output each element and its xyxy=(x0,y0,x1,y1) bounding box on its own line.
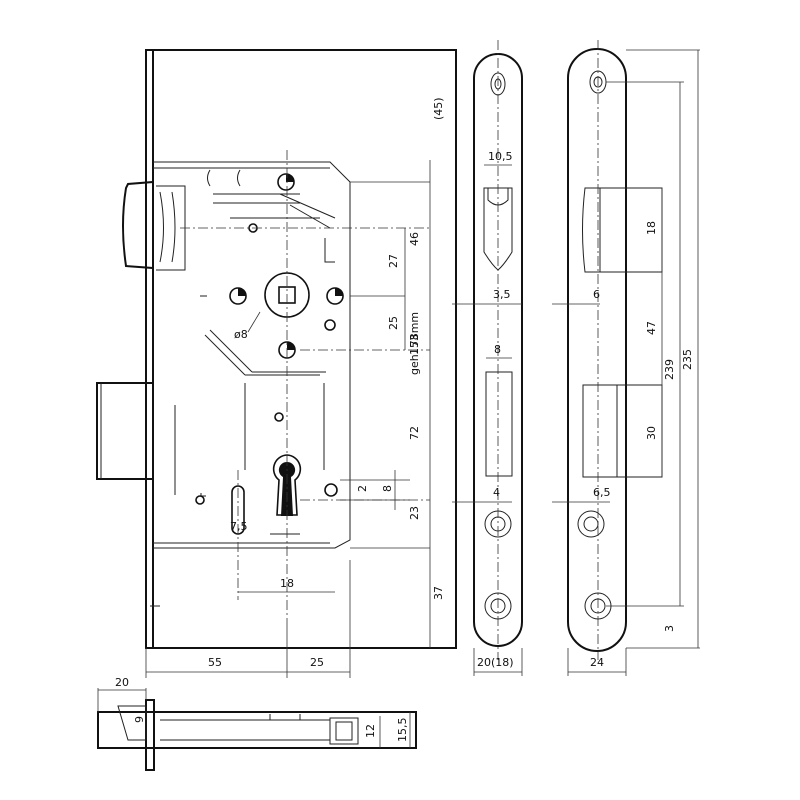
dim-4: 4 xyxy=(493,486,500,499)
dim-46: 46 xyxy=(408,232,421,246)
dim-12: 12 xyxy=(364,724,377,738)
top-view-bolt xyxy=(97,711,147,749)
dim-27: 27 xyxy=(387,254,400,268)
main-body-dimensions xyxy=(145,160,431,678)
top-view-forend xyxy=(145,699,155,771)
dim-18-strike: 18 xyxy=(645,221,658,235)
dim-20-top: 20 xyxy=(115,676,129,689)
fixing-holes xyxy=(195,173,344,505)
dim-3: 3 xyxy=(663,625,676,632)
dim-geh: geh. 78mm xyxy=(408,312,421,375)
dim-10-5: 10,5 xyxy=(488,150,513,163)
forend-plate xyxy=(145,49,154,649)
dead-bolt xyxy=(96,382,154,480)
dim-8-cylinder: 8 xyxy=(381,485,394,492)
dim-23: 23 xyxy=(408,506,421,520)
lock-top-view xyxy=(97,688,417,771)
lock-case-outline xyxy=(153,49,457,649)
dim-18: 18 xyxy=(280,577,294,590)
dim-3-5: 3,5 xyxy=(493,288,511,301)
dim-45: (45) xyxy=(432,97,445,120)
forend-outline xyxy=(473,53,523,647)
dim-25-horizontal: 25 xyxy=(310,656,324,669)
dim-6-5: 6,5 xyxy=(593,486,611,499)
dim-20-18: 20(18) xyxy=(477,656,514,669)
lock-body-front-view xyxy=(96,49,457,649)
dim-153: 153 xyxy=(408,334,421,355)
strike-plate-view xyxy=(552,40,700,676)
strike-latch-recess xyxy=(582,187,601,273)
dim-8-forend: 8 xyxy=(494,343,501,356)
dim-15-5: 15,5 xyxy=(396,718,409,743)
latch-bolt xyxy=(122,180,154,270)
bolt-opening xyxy=(485,371,513,477)
dim-72: 72 xyxy=(408,426,421,440)
strike-screw-1 xyxy=(577,510,605,538)
dim-235: 235 xyxy=(681,349,694,370)
dim-9: 9 xyxy=(133,716,146,723)
forend-plate-side-view xyxy=(452,40,523,676)
dim-239: 239 xyxy=(663,359,676,380)
strike-bolt-recess xyxy=(582,384,618,478)
dim-47: 47 xyxy=(645,321,658,335)
dim-6: 6 xyxy=(593,288,600,301)
strike-outline xyxy=(567,48,627,652)
dim-25-vertical: 25 xyxy=(387,316,400,330)
inner-plate xyxy=(153,161,351,549)
dim-55: 55 xyxy=(208,656,222,669)
dim-7-5: 7,5 xyxy=(230,520,248,533)
dim-30: 30 xyxy=(645,426,658,440)
dim-24: 24 xyxy=(590,656,604,669)
dim-37: 37 xyxy=(432,586,445,600)
dim-2: 2 xyxy=(356,485,369,492)
dim-dia-8: ø8 xyxy=(234,328,248,341)
